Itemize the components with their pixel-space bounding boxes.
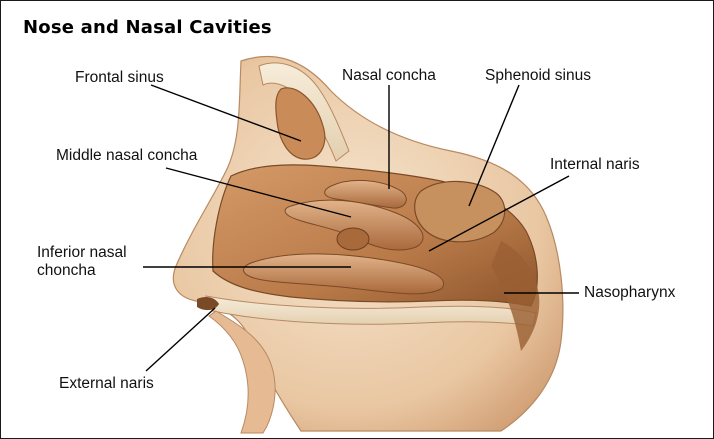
middle-meatus-bulge — [337, 228, 369, 250]
leader-external-naris — [146, 308, 215, 371]
label-internal-naris: Internal naris — [550, 156, 640, 173]
label-nasopharynx: Nasopharynx — [584, 284, 675, 301]
label-sphenoid-sinus: Sphenoid sinus — [485, 67, 591, 84]
label-external-naris: External naris — [59, 375, 154, 392]
label-inferior-nasal-choncha-line2: choncha — [37, 262, 96, 279]
label-nasal-concha: Nasal concha — [342, 67, 436, 84]
label-frontal-sinus: Frontal sinus — [75, 69, 164, 86]
label-inferior-nasal-choncha-line1: Inferior nasal — [37, 244, 127, 261]
label-middle-nasal-concha: Middle nasal concha — [56, 147, 197, 164]
sphenoid-sinus-shape — [415, 181, 505, 241]
